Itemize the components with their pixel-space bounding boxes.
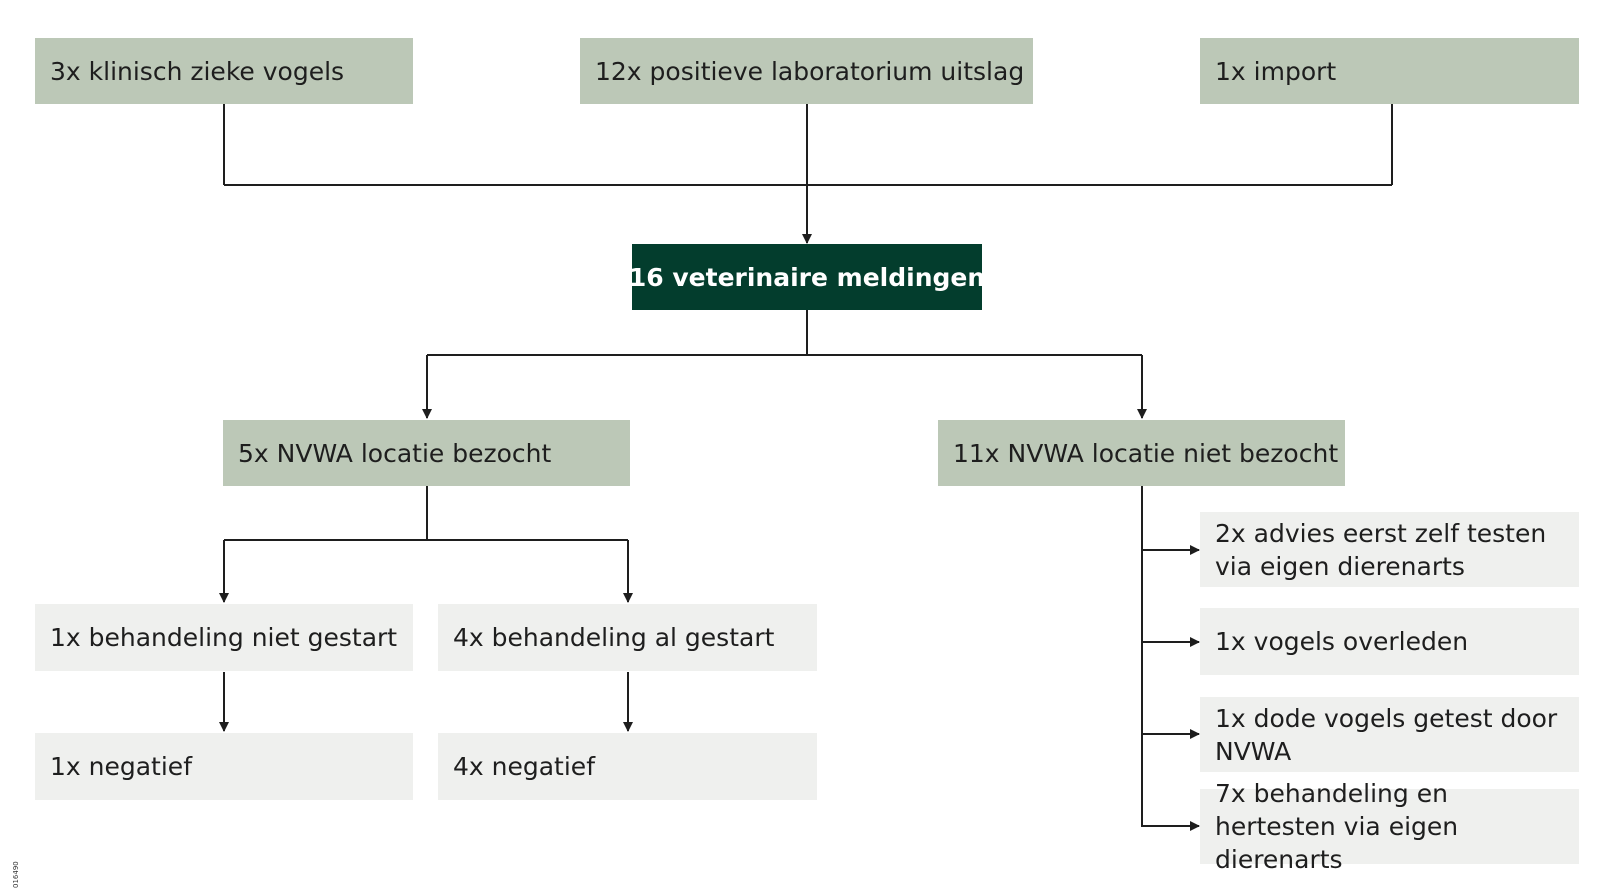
outcome-birds-died: 1x vogels overleden [1200,608,1579,675]
outcome-dead-birds-tested: 1x dode vogels getest door NVWA [1200,697,1579,772]
not-started-result: 1x negatief [35,733,413,800]
treatment-not-started: 1x behandeling niet gestart [35,604,413,671]
outcome-self-test: 2x advies eerst zelf testen via eigen di… [1200,512,1579,587]
visited-node: 5x NVWA locatie bezocht [223,420,630,486]
source-import: 1x import [1200,38,1579,104]
source-lab: 12x positieve laboratorium uitslag [580,38,1033,104]
not-visited-node: 11x NVWA locatie niet bezocht [938,420,1345,486]
treatment-started: 4x behandeling al gestart [438,604,817,671]
outcome-treatment-retest: 7x behandeling en hertesten via eigen di… [1200,779,1579,874]
figure-code: 016490 [12,861,20,888]
source-clinical: 3x klinisch zieke vogels [35,38,413,104]
started-result: 4x negatief [438,733,817,800]
total-reports: 16 veterinaire meldingen [629,244,985,310]
